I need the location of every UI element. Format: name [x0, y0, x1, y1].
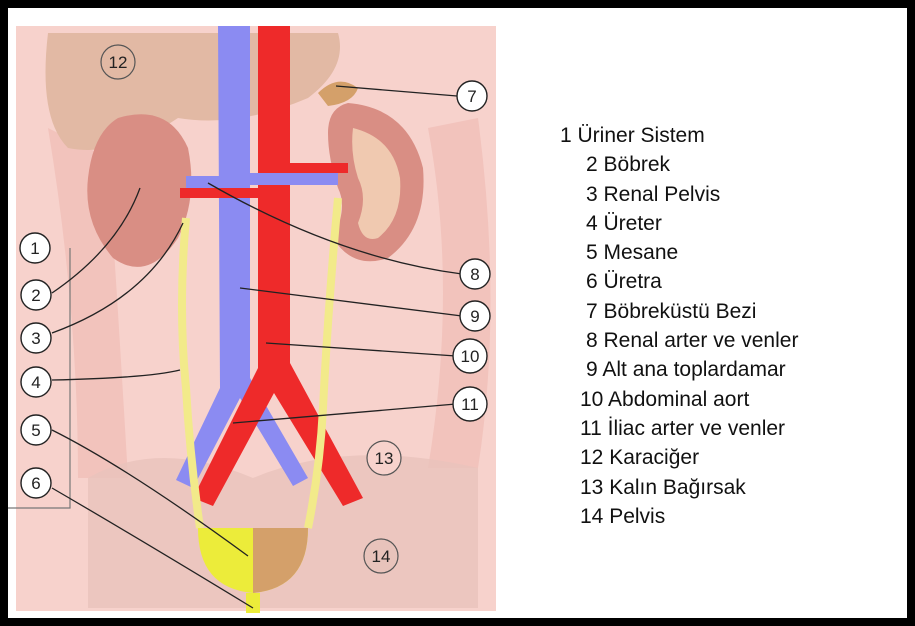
callout-8: 8	[460, 259, 490, 289]
callout-12: 12	[101, 45, 135, 79]
svg-text:11: 11	[461, 395, 479, 414]
legend-item-pelvis: 14 Pelvis	[560, 502, 798, 531]
callout-11: 11	[453, 387, 487, 421]
legend-item-kidney: 2 Böbrek	[560, 150, 798, 179]
legend-item-renal-pelvis: 3 Renal Pelvis	[560, 180, 798, 209]
renal-vein	[186, 176, 226, 188]
callout-7: 7	[457, 81, 487, 111]
legend-item-vena-cava: 9 Alt ana toplardamar	[560, 355, 798, 384]
legend-item-iliac: 11 İliac arter ve venler	[560, 414, 798, 443]
renal-vein-right	[248, 173, 338, 185]
svg-text:9: 9	[470, 307, 479, 326]
svg-text:1: 1	[30, 239, 39, 258]
legend-item-urinary-system: 1 Üriner Sistem	[560, 121, 798, 150]
legend-item-urethra: 6 Üretra	[560, 267, 798, 296]
callout-5: 5	[21, 415, 51, 445]
callout-13: 13	[367, 441, 401, 475]
callout-9: 9	[460, 301, 490, 331]
callout-6: 6	[21, 468, 51, 498]
svg-text:10: 10	[461, 347, 480, 366]
svg-text:13: 13	[375, 449, 394, 468]
legend-item-bladder: 5 Mesane	[560, 238, 798, 267]
svg-text:12: 12	[109, 53, 128, 72]
legend-item-renal-vessels: 8 Renal arter ve venler	[560, 326, 798, 355]
svg-text:6: 6	[31, 474, 40, 493]
callout-10: 10	[453, 339, 487, 373]
callout-14: 14	[364, 539, 398, 573]
callout-3: 3	[21, 323, 51, 353]
svg-text:4: 4	[31, 373, 40, 392]
svg-text:5: 5	[31, 421, 40, 440]
svg-text:2: 2	[31, 286, 40, 305]
svg-text:14: 14	[372, 547, 391, 566]
callout-1: 1	[20, 233, 50, 263]
legend-item-large-intestine: 13 Kalın Bağırsak	[560, 473, 798, 502]
callout-2: 2	[21, 280, 51, 310]
svg-text:7: 7	[467, 87, 476, 106]
diagram-frame: 1 2 3 4 5 6 7	[8, 8, 907, 618]
svg-text:3: 3	[31, 329, 40, 348]
legend-item-ureter: 4 Üreter	[560, 209, 798, 238]
renal-artery-right	[288, 163, 348, 173]
legend-item-adrenal: 7 Böbreküstü Bezi	[560, 297, 798, 326]
legend-list: 1 Üriner Sistem 2 Böbrek 3 Renal Pelvis …	[560, 121, 798, 531]
urethra	[246, 593, 260, 613]
svg-text:8: 8	[470, 265, 479, 284]
callout-4: 4	[21, 367, 51, 397]
legend-item-liver: 12 Karaciğer	[560, 443, 798, 472]
legend-item-aorta: 10 Abdominal aort	[560, 385, 798, 414]
